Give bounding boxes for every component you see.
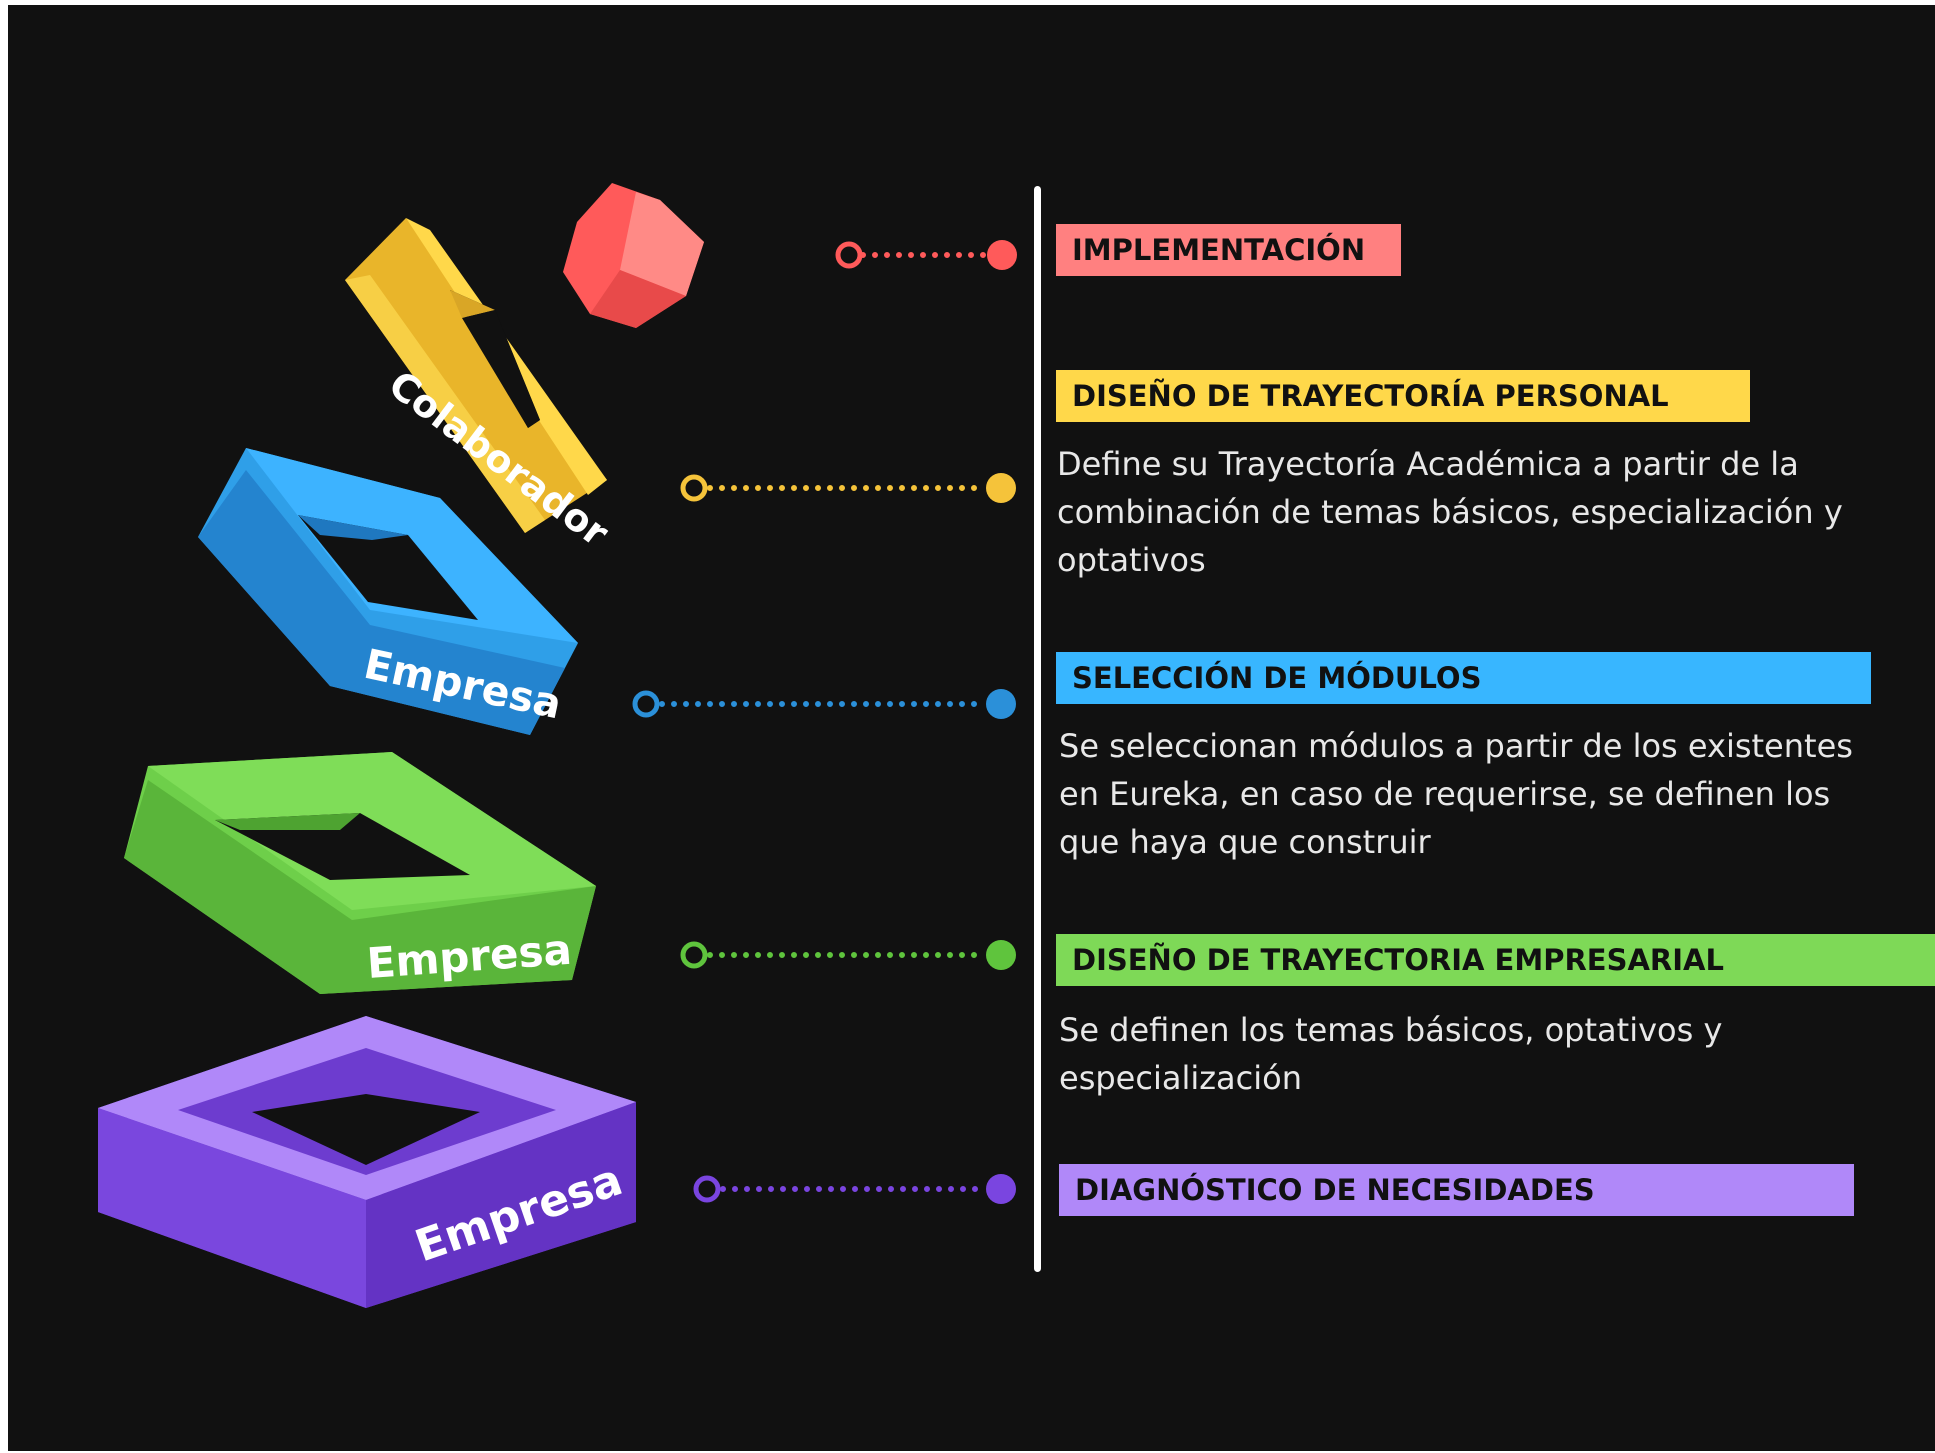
connector-start-dot — [693, 1175, 721, 1203]
connector-start-dot — [680, 474, 708, 502]
connector-start-dot — [835, 241, 863, 269]
connector-end-dot — [986, 1174, 1016, 1204]
green-frame-shape: Empresa — [124, 752, 596, 994]
red-cube-icon — [563, 183, 704, 328]
step-desc-trayectoria-personal: Define su Trayectoría Académica a partir… — [1057, 445, 1843, 579]
step-title-seleccion-modulos: SELECCIÓN DE MÓDULOS — [1056, 652, 1871, 704]
connector-start-dot — [632, 690, 660, 718]
step-title-trayectoria-personal: DISEÑO DE TRAYECTORÍA PERSONAL — [1056, 370, 1750, 422]
yellow-frame-shape: Colaborador — [345, 218, 617, 555]
connector-end-dot — [987, 240, 1017, 270]
blue-frame-shape: Empresa — [198, 448, 578, 735]
step-desc-trayectoria-empresarial: Se definen los temas básicos, optativos … — [1059, 1011, 1723, 1097]
connector-diagnostico — [693, 1174, 1016, 1204]
step-title-diagnostico: DIAGNÓSTICO DE NECESIDADES — [1059, 1164, 1854, 1216]
purple-frame-shape: Empresa — [98, 1016, 636, 1308]
connector-trayectoria-personal — [680, 473, 1016, 503]
connector-trayectoria-empresarial — [680, 940, 1016, 970]
connector-start-dot — [680, 941, 708, 969]
connector-implementacion — [835, 240, 1017, 270]
step-title-trayectoria-empresarial: DISEÑO DE TRAYECTORIA EMPRESARIAL — [1056, 934, 1935, 986]
timeline-axis — [1034, 186, 1041, 1272]
connector-end-dot — [986, 473, 1016, 503]
step-title-implementacion: IMPLEMENTACIÓN — [1056, 224, 1401, 276]
step-desc-seleccion-modulos: Se seleccionan módulos a partir de los e… — [1059, 727, 1853, 861]
connector-seleccion-modulos — [632, 689, 1016, 719]
connector-end-dot — [986, 940, 1016, 970]
connector-end-dot — [986, 689, 1016, 719]
